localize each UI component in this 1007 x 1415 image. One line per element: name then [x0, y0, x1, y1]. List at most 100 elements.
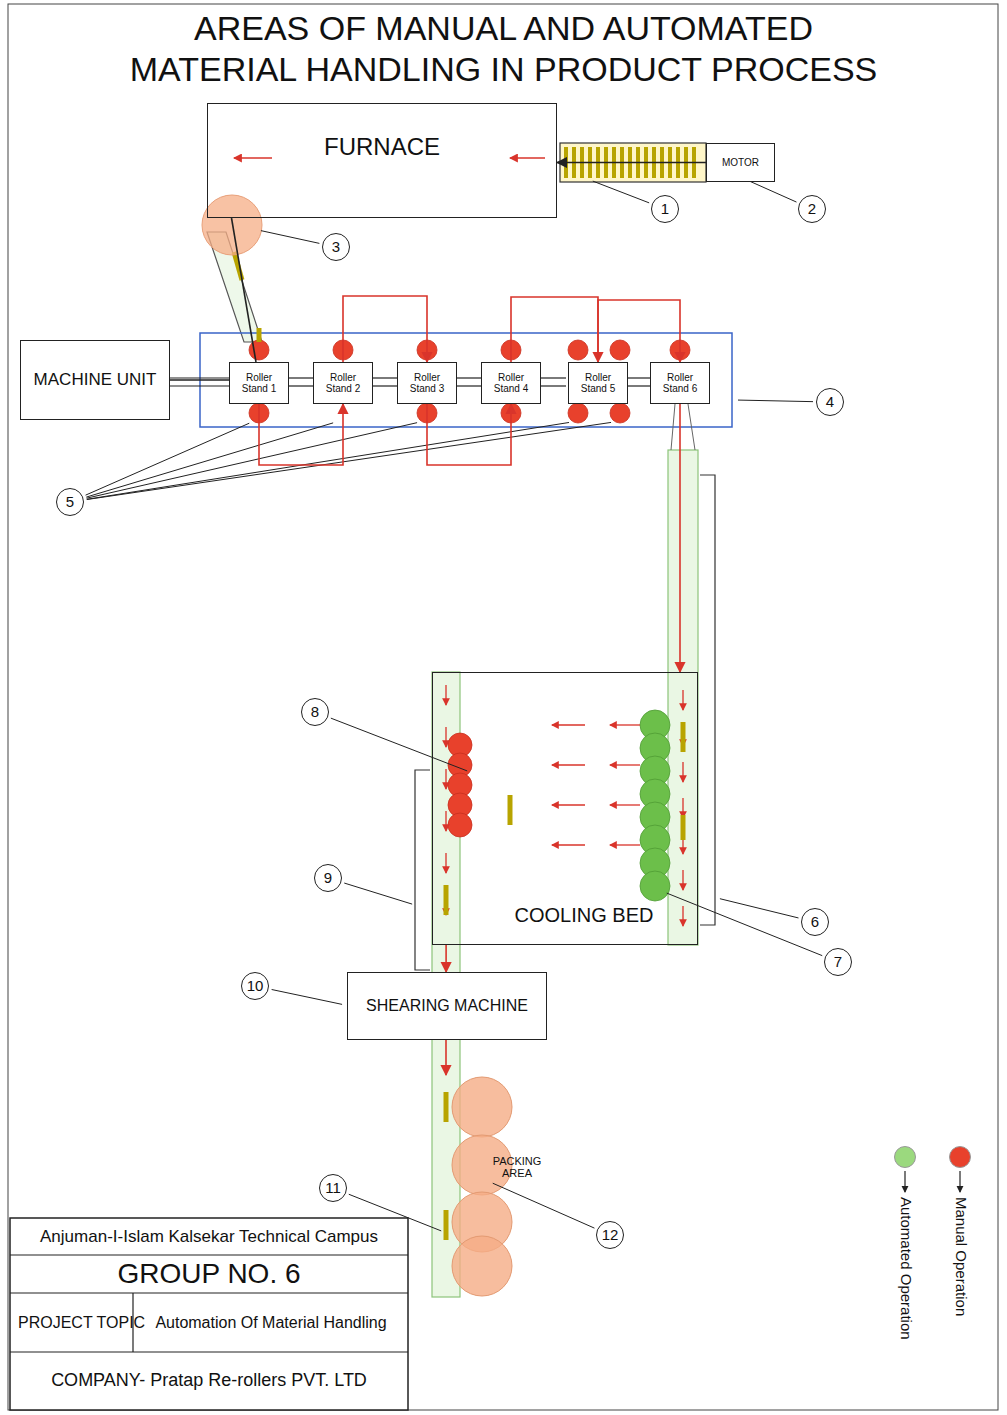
flow-arrow	[445, 685, 446, 705]
callout-number: 11	[319, 1174, 347, 1202]
legend-swatch	[894, 1146, 916, 1168]
machine-unit-box: MACHINE UNIT	[20, 340, 170, 420]
bar-stock	[257, 328, 262, 342]
conveyor	[668, 450, 698, 945]
flow-connector	[343, 296, 427, 362]
packing-bundle	[452, 1077, 512, 1137]
callout-number: 7	[824, 948, 852, 976]
diagram-title: AREAS OF MANUAL AND AUTOMATED MATERIAL H…	[114, 8, 893, 90]
node-label: MOTOR	[722, 157, 759, 168]
callout-number: 1	[651, 195, 679, 223]
leader-line	[86, 177, 823, 1231]
callout-number: 6	[801, 908, 829, 936]
page-border	[8, 4, 998, 1410]
flow-connector	[427, 404, 511, 465]
title-block-frame	[10, 1351, 408, 1352]
flow-connector	[557, 162, 706, 164]
shaft	[456, 377, 482, 378]
page-border	[8, 4, 998, 1410]
leader-line	[493, 1183, 595, 1228]
callout-number: 9	[314, 864, 342, 892]
title-block-text: GROUP NO. 6	[14, 1257, 404, 1291]
flow-connector	[445, 945, 447, 972]
flow-arrow	[446, 685, 683, 926]
flow-arrow	[610, 844, 640, 845]
shaft	[372, 377, 398, 378]
leader-line	[86, 423, 333, 497]
roller-stand: Roller Stand 2	[313, 362, 373, 404]
leader-line	[331, 718, 467, 771]
flow-connector	[232, 218, 257, 362]
legend-pointer	[905, 1171, 960, 1192]
title-block-text: Anjuman-I-Islam Kalsekar Technical Campu…	[14, 1221, 404, 1253]
leader-line	[720, 899, 799, 918]
manual-point	[568, 403, 588, 423]
node-label: PACKING AREA	[486, 1155, 548, 1179]
conveyor	[700, 475, 715, 925]
flow-arrow	[552, 804, 585, 805]
bar-stock	[444, 885, 449, 915]
conveyor	[415, 770, 430, 970]
flow-connector	[598, 300, 680, 362]
title-block-text: PROJECT TOPIC	[14, 1296, 149, 1350]
node-label: MACHINE UNIT	[34, 371, 157, 390]
manual-point	[568, 340, 588, 360]
flow-arrow	[610, 764, 640, 765]
motor-box: MOTOR	[706, 143, 775, 182]
node-label: Roller Stand 2	[316, 372, 370, 394]
bar-stock	[508, 795, 513, 825]
flow-connector	[259, 404, 343, 465]
flow-arrow	[445, 853, 446, 873]
title-block-frame	[10, 1218, 408, 1410]
flow-arrow	[552, 844, 585, 845]
flow-connector	[445, 1040, 447, 1075]
bar-stock	[444, 1210, 449, 1240]
node-label: Roller Stand 3	[400, 372, 454, 394]
flow-arrow	[552, 724, 585, 725]
roller-stand: Roller Stand 1	[229, 362, 289, 404]
flow-arrow	[445, 727, 446, 747]
roller-stand: Roller Stand 6	[650, 362, 710, 404]
shaft	[372, 385, 398, 386]
legend-text: Manual Operation	[952, 1197, 970, 1316]
packing-area: PACKING AREA	[440, 1075, 550, 1297]
flow-arrow	[682, 690, 683, 710]
roller-stand: Roller Stand 3	[397, 362, 457, 404]
title-block-frame	[10, 1292, 408, 1293]
leader-line	[593, 181, 649, 203]
cooling-bed: COOLING BED	[432, 672, 698, 945]
leader-line	[667, 893, 822, 956]
legend-text: Automated Operation	[897, 1197, 915, 1340]
node-label: Roller Stand 4	[484, 372, 538, 394]
flow-connector	[511, 297, 598, 362]
callout-number: 2	[798, 195, 826, 223]
legend-swatch	[949, 1146, 971, 1168]
flow-arrow	[610, 804, 640, 805]
rolling-mill-panel	[200, 333, 732, 427]
leader-line	[87, 422, 611, 499]
callout-number: 10	[241, 972, 269, 1000]
manual-point	[249, 340, 690, 837]
shearing-machine-box: SHEARING MACHINE	[347, 972, 547, 1040]
shaft	[288, 385, 314, 386]
bar-stock	[681, 815, 686, 840]
node-label: FURNACE	[324, 134, 440, 160]
bar-stock	[681, 722, 686, 752]
rolling-mill-panel	[200, 333, 732, 427]
leader-line	[272, 990, 342, 1005]
packing-bundle	[452, 1077, 512, 1296]
callout-number: 8	[301, 698, 329, 726]
flow-connector	[679, 404, 681, 672]
flow-arrow	[445, 811, 446, 831]
flow-arrow	[610, 724, 640, 725]
bar-stock	[259, 328, 683, 1240]
bar-stock	[444, 1092, 449, 1122]
node-label: Roller Stand 6	[653, 372, 707, 394]
manual-point	[448, 813, 472, 837]
callout-number: 3	[322, 233, 350, 261]
packing-bundle	[452, 1236, 512, 1296]
leader-line	[86, 423, 250, 495]
leader-line	[87, 422, 569, 499]
node-label: Roller Stand 5	[571, 372, 625, 394]
